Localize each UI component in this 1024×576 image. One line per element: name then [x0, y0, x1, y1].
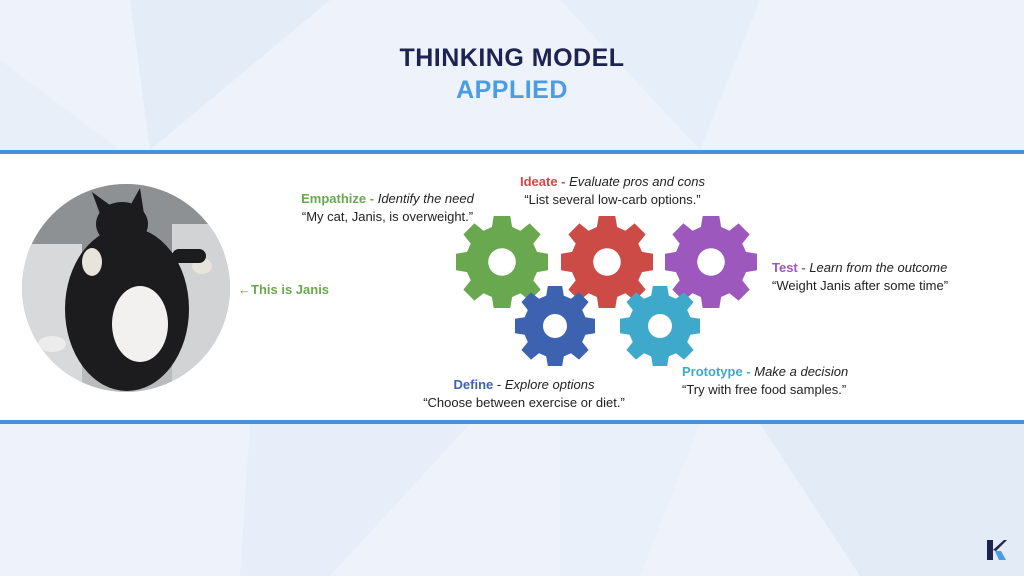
stage-ideate-separator: -	[557, 174, 570, 189]
gears-diagram	[456, 216, 757, 366]
gear-ideate-icon	[561, 216, 653, 308]
stage-define-name: Define	[453, 377, 494, 392]
stage-prototype: Prototype - Make a decision “Try with fr…	[682, 363, 922, 399]
stage-define-description: Explore options	[504, 377, 595, 392]
stage-test-name: Test	[772, 260, 798, 275]
k-logo-icon	[987, 540, 1007, 560]
stage-prototype-name: Prototype	[682, 364, 743, 379]
stage-empathize-name: Empathize	[301, 191, 367, 206]
gear-test-icon	[665, 216, 757, 308]
cat-photo	[22, 184, 230, 392]
stage-prototype-quote: “Try with free food samples.”	[682, 382, 847, 397]
gear-empathize-icon	[456, 216, 548, 308]
stage-empathize: Empathize - Identify the need “My cat, J…	[280, 190, 495, 226]
stage-define-quote: “Choose between exercise or diet.”	[423, 395, 625, 410]
stage-test-separator: -	[797, 260, 810, 275]
cat-label: ←This is Janis	[238, 282, 330, 297]
stage-test-heading: Test - Learn from the outcome	[772, 259, 1012, 277]
stage-prototype-separator: -	[742, 364, 755, 379]
stage-empathize-heading: Empathize - Identify the need	[280, 190, 495, 208]
stage-empathize-separator: -	[366, 191, 378, 206]
stage-test-quote: “Weight Janis after some time”	[772, 278, 949, 293]
gear-prototype-icon	[620, 286, 700, 366]
slide-title: THINKING MODEL	[399, 44, 625, 72]
stage-ideate-quote: “List several low-carb options.”	[524, 192, 701, 207]
stage-ideate-description: Evaluate pros and cons	[569, 174, 705, 189]
stage-define-separator: -	[493, 377, 505, 392]
stage-test: Test - Learn from the outcome “Weight Ja…	[772, 259, 1012, 295]
gear-define-icon	[515, 286, 595, 366]
stage-test-description: Learn from the outcome	[809, 260, 948, 275]
stage-define-heading: Define - Explore options	[404, 376, 644, 394]
stage-empathize-quote: “My cat, Janis, is overweight.”	[301, 209, 474, 224]
stage-define: Define - Explore options “Choose between…	[404, 376, 644, 412]
stage-ideate: Ideate - Evaluate pros and cons “List se…	[490, 173, 735, 209]
stage-prototype-heading: Prototype - Make a decision	[682, 363, 922, 381]
stage-ideate-heading: Ideate - Evaluate pros and cons	[490, 173, 735, 191]
stage-ideate-name: Ideate	[519, 174, 558, 189]
stage-prototype-description: Make a decision	[754, 364, 849, 379]
slide-subtitle: APPLIED	[456, 76, 568, 104]
stage-empathize-description: Identify the need	[377, 191, 474, 206]
